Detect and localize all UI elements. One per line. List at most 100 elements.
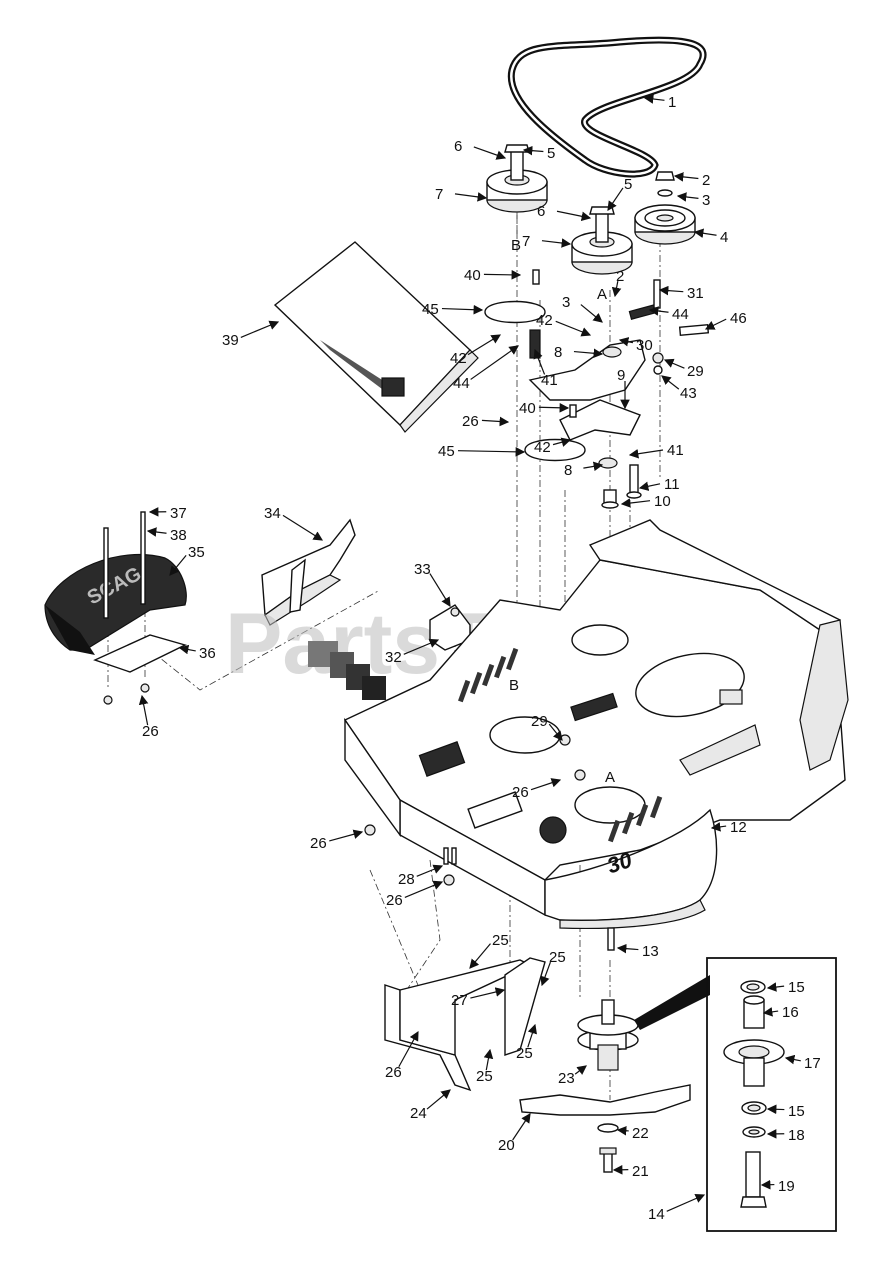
callout-c26a: 26 (462, 413, 510, 430)
callout-c26b: 26 (138, 694, 159, 740)
callout-c32: 32 (385, 638, 440, 666)
callout-c5a: 5 (522, 145, 555, 162)
callout-number: 2 (702, 172, 710, 189)
leader-arrow (658, 285, 684, 296)
leader-arrow (583, 461, 604, 472)
callout-number: 42 (536, 312, 553, 329)
callout-c19: 19 (760, 1178, 795, 1195)
callout-c22: 22 (616, 1125, 649, 1142)
discharge-chute-bracket (261, 518, 356, 626)
idler-bracket-assembly (484, 269, 710, 509)
spindle-assembly (577, 975, 710, 1071)
leader-arrow (416, 864, 444, 877)
leader-arrow (548, 723, 563, 741)
callout-number: 25 (516, 1045, 533, 1062)
callout-number: 11 (664, 476, 680, 493)
leader-arrow (469, 943, 491, 969)
callout-number: 5 (547, 145, 555, 162)
callout-number: 37 (170, 505, 187, 522)
callout-c7b: 7 (522, 233, 572, 250)
leader-arrow (470, 987, 506, 999)
leader-arrow (628, 448, 664, 459)
callout-number: 10 (654, 493, 671, 510)
callout-c37: 37 (148, 505, 187, 522)
leader-arrow (527, 1023, 537, 1048)
shield-plate (273, 241, 479, 433)
leader-arrow (766, 982, 785, 992)
callout-c46: 46 (704, 310, 747, 330)
ref-letter-b-pulley: B (511, 237, 521, 254)
callout-number: 39 (222, 332, 239, 349)
callout-c41a: 41 (533, 348, 558, 389)
callout-c40b: 40 (519, 400, 570, 417)
leader-arrow (533, 348, 546, 375)
callout-c39: 39 (222, 320, 280, 349)
callout-c25b: 25 (540, 949, 566, 987)
leader-arrow (661, 375, 680, 390)
leader-arrow (693, 228, 717, 239)
leader-arrow (398, 1030, 419, 1068)
callout-c8b: 8 (564, 461, 604, 479)
callout-c33: 33 (414, 561, 451, 608)
callout-number: 2 (616, 268, 624, 285)
callout-number: 8 (564, 462, 572, 479)
callout-number: 31 (687, 285, 704, 302)
leader-arrow (522, 145, 544, 156)
callout-number: 19 (778, 1178, 795, 1195)
leader-arrow (607, 187, 624, 211)
mower-deck: 30 B A B A (343, 237, 849, 930)
callout-number: 1 (668, 94, 676, 111)
callout-number: 26 (462, 413, 479, 430)
callout-number: 40 (519, 400, 536, 417)
callout-c26d: 26 (512, 778, 562, 801)
callout-c18: 18 (766, 1127, 805, 1144)
leader-arrow (552, 437, 572, 447)
callout-c16: 16 (762, 1004, 799, 1021)
leader-arrow (663, 358, 685, 369)
leader-arrow (766, 1104, 785, 1115)
leader-arrow (616, 943, 639, 954)
callout-c7a: 7 (435, 186, 488, 203)
callout-c15a: 15 (766, 979, 805, 996)
callout-number: 28 (398, 871, 415, 888)
leader-arrow (638, 481, 661, 491)
callout-number: 15 (788, 1103, 805, 1120)
callout-number: 41 (541, 372, 558, 389)
callout-number: 45 (438, 443, 455, 460)
leader-arrow (540, 961, 552, 987)
direction-arrow-graphic (308, 641, 386, 700)
leader-arrow (673, 172, 699, 182)
callout-c34: 34 (264, 505, 324, 541)
leader-arrow (169, 555, 187, 576)
spindle-pulley (634, 171, 696, 245)
leader-arrow (541, 238, 572, 248)
leader-arrow (556, 210, 592, 222)
callout-c8a: 8 (554, 344, 604, 361)
callout-number: 25 (476, 1068, 493, 1085)
callout-number: 26 (386, 892, 403, 909)
callout-number: 7 (435, 186, 443, 203)
callout-number: 30 (636, 337, 653, 354)
leader-arrow (473, 146, 507, 160)
leader-arrow (530, 778, 562, 791)
callout-number: 15 (788, 979, 805, 996)
callout-c14: 14 (648, 1193, 706, 1223)
callout-c41b: 41 (628, 442, 684, 459)
callout-c27: 27 (451, 987, 506, 1009)
leader-arrow (574, 1065, 587, 1075)
callout-number: 14 (648, 1206, 665, 1223)
callout-number: 25 (492, 932, 509, 949)
callout-c5b: 5 (607, 176, 632, 211)
callout-c4: 4 (693, 228, 728, 246)
leader-arrow (784, 1054, 801, 1065)
leader-arrow (555, 320, 592, 337)
leader-arrow (512, 1113, 531, 1141)
callout-c44a: 44 (453, 345, 519, 392)
baffle-plate (504, 957, 546, 1056)
leader-arrow (454, 192, 488, 202)
callout-number: 36 (199, 645, 216, 662)
leader-arrow (710, 822, 727, 832)
spindle-inset (706, 957, 837, 1232)
callout-number: 26 (310, 835, 327, 852)
